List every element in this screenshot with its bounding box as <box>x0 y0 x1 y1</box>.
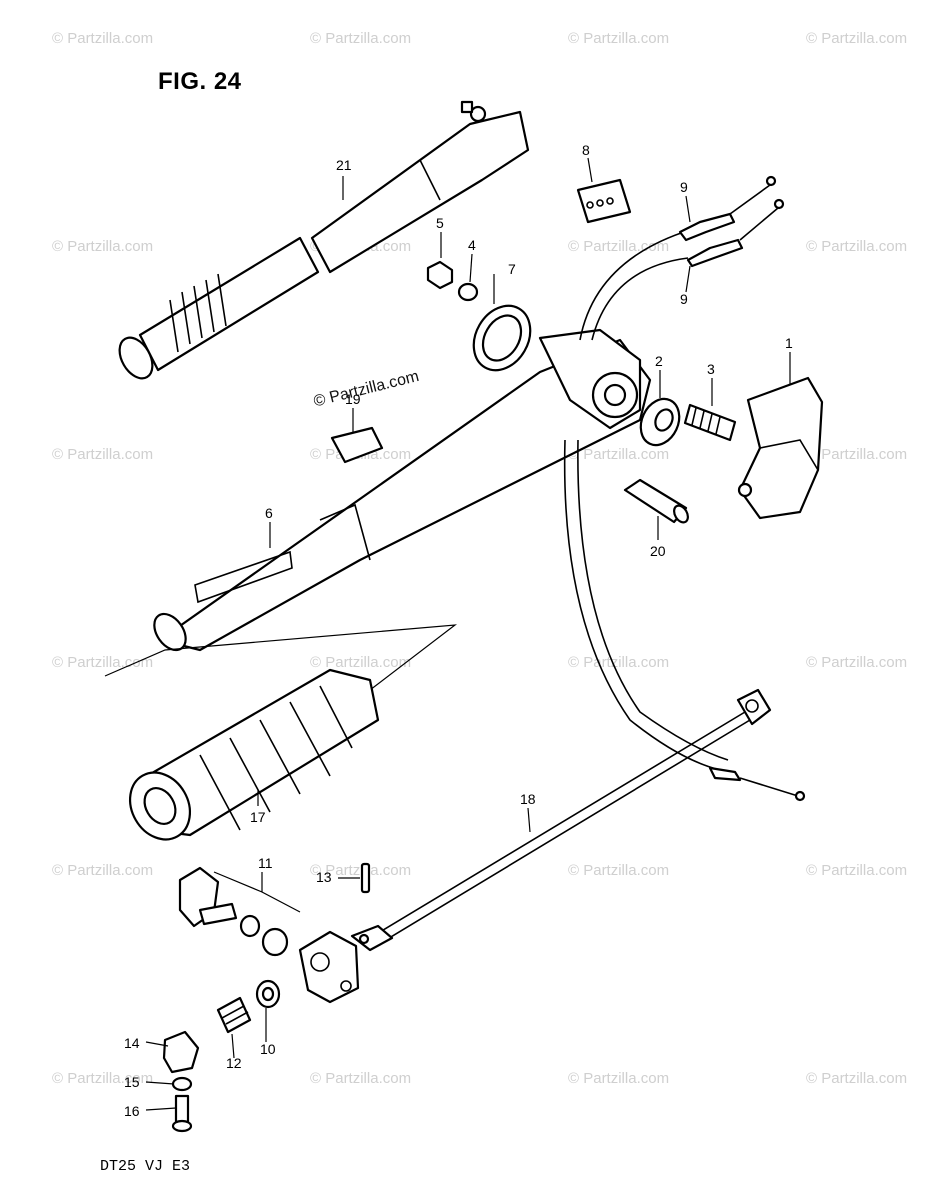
part-15-washer <box>171 1076 193 1092</box>
watermark-text: © Partzilla.com <box>568 30 670 47</box>
detail-indicator-lines <box>104 624 458 691</box>
callout-17: 17 <box>250 809 266 825</box>
callout-numbers: 21 5 4 7 8 9 9 2 3 1 19 6 20 17 18 11 13… <box>124 142 793 1119</box>
callout-6: 6 <box>265 505 273 521</box>
callout-1: 1 <box>785 335 793 351</box>
callout-10: 10 <box>260 1041 276 1057</box>
watermark-text: © Partzilla.com <box>806 238 908 255</box>
callout-7: 7 <box>508 261 516 277</box>
watermark-text: © Partzilla.com <box>52 238 154 255</box>
part-13-pin <box>360 862 371 894</box>
part-8-cable-clamp <box>576 178 632 224</box>
part-2-bushing <box>639 397 681 447</box>
part-21-tiller-extension <box>118 100 530 380</box>
callout-2: 2 <box>655 353 663 369</box>
callout-4: 4 <box>468 237 476 253</box>
callout-13: 13 <box>316 869 332 885</box>
watermark-text: © Partzilla.com <box>568 654 670 671</box>
watermark-text: © Partzilla.com <box>310 1070 412 1087</box>
callout-9-lower: 9 <box>680 291 688 307</box>
watermark-text: © Partzilla.com <box>310 862 412 879</box>
callout-18: 18 <box>520 791 536 807</box>
watermark-text: © Partzilla.com <box>310 654 412 671</box>
part-12-spring <box>216 996 252 1034</box>
watermark-text: © Partzilla.com <box>568 446 670 463</box>
watermark-text: © Partzilla.com <box>568 1070 670 1087</box>
watermark-text: © Partzilla.com <box>52 446 154 463</box>
figure-title: FIG. 24 <box>158 68 242 95</box>
callout-20: 20 <box>650 543 666 559</box>
callout-5: 5 <box>436 215 444 231</box>
part-17-grip <box>128 668 380 841</box>
callout-15: 15 <box>124 1074 140 1090</box>
watermark-text: © Partzilla.com <box>52 1070 154 1087</box>
part-4-washer <box>457 282 479 302</box>
part-11-throttle-assembly <box>178 866 360 1004</box>
part-20-sleeve <box>623 478 689 524</box>
part-7-washer <box>472 304 532 372</box>
part-9-cable-ends <box>678 175 806 802</box>
watermark-text: © Partzilla.com <box>806 1070 908 1087</box>
watermark-text: © Partzilla.com <box>310 30 412 47</box>
watermark-text: © Partzilla.com <box>806 862 908 879</box>
watermark-text: © Partzilla.com <box>806 654 908 671</box>
part-18-control-rod <box>350 688 772 952</box>
watermark-text: © Partzilla.com <box>52 30 154 47</box>
part-19-clip <box>330 426 384 464</box>
part-5-nut <box>426 260 454 290</box>
leader-lines <box>145 157 791 1111</box>
callout-3: 3 <box>707 361 715 377</box>
part-1-cover <box>737 376 824 520</box>
part-6-tiller-handle <box>153 328 652 652</box>
throttle-cables <box>563 229 729 771</box>
callout-21: 21 <box>336 157 352 173</box>
watermark-text: © Partzilla.com <box>52 862 154 879</box>
part-14-knob <box>162 1030 200 1074</box>
part-10-washer <box>255 979 281 1009</box>
part-16-screw <box>171 1094 193 1133</box>
watermark-text: © Partzilla.com <box>806 30 908 47</box>
callout-14: 14 <box>124 1035 140 1051</box>
callout-9-upper: 9 <box>680 179 688 195</box>
part-3-stud <box>683 403 737 442</box>
callout-11: 11 <box>258 855 273 871</box>
callout-12: 12 <box>226 1055 242 1071</box>
callout-19: 19 <box>345 391 361 407</box>
watermark-text: © Partzilla.com <box>568 862 670 879</box>
callout-8: 8 <box>582 142 590 158</box>
watermark-text: © Partzilla.com <box>806 446 908 463</box>
model-code: DT25 VJ E3 <box>100 1158 191 1175</box>
callout-16: 16 <box>124 1103 140 1119</box>
